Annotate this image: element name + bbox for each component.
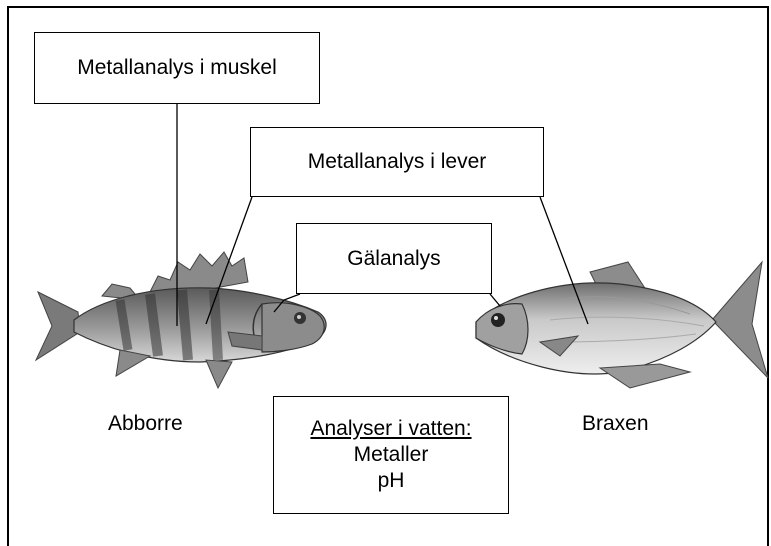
water-analysis-box: Analyser i vatten: Metaller pH (273, 396, 509, 514)
perch-fish (36, 252, 326, 388)
water-analysis-item-metals: Metaller (354, 442, 429, 468)
gill-analysis-box: Gälanalys (296, 223, 492, 294)
bream-label: Braxen (582, 412, 649, 436)
muscle-analysis-label: Metallanalys i muskel (77, 56, 277, 80)
liver-analysis-box: Metallanalys i lever (250, 127, 544, 197)
liver-analysis-label: Metallanalys i lever (308, 150, 487, 174)
muscle-analysis-box: Metallanalys i muskel (34, 32, 320, 104)
water-analysis-heading: Analyser i vatten: (310, 416, 471, 442)
perch-label: Abborre (108, 412, 183, 436)
gill-analysis-label: Gälanalys (347, 247, 440, 271)
water-analysis-item-ph: pH (378, 468, 405, 494)
gill-connector-bream (490, 294, 500, 306)
bream-fish (476, 262, 768, 388)
